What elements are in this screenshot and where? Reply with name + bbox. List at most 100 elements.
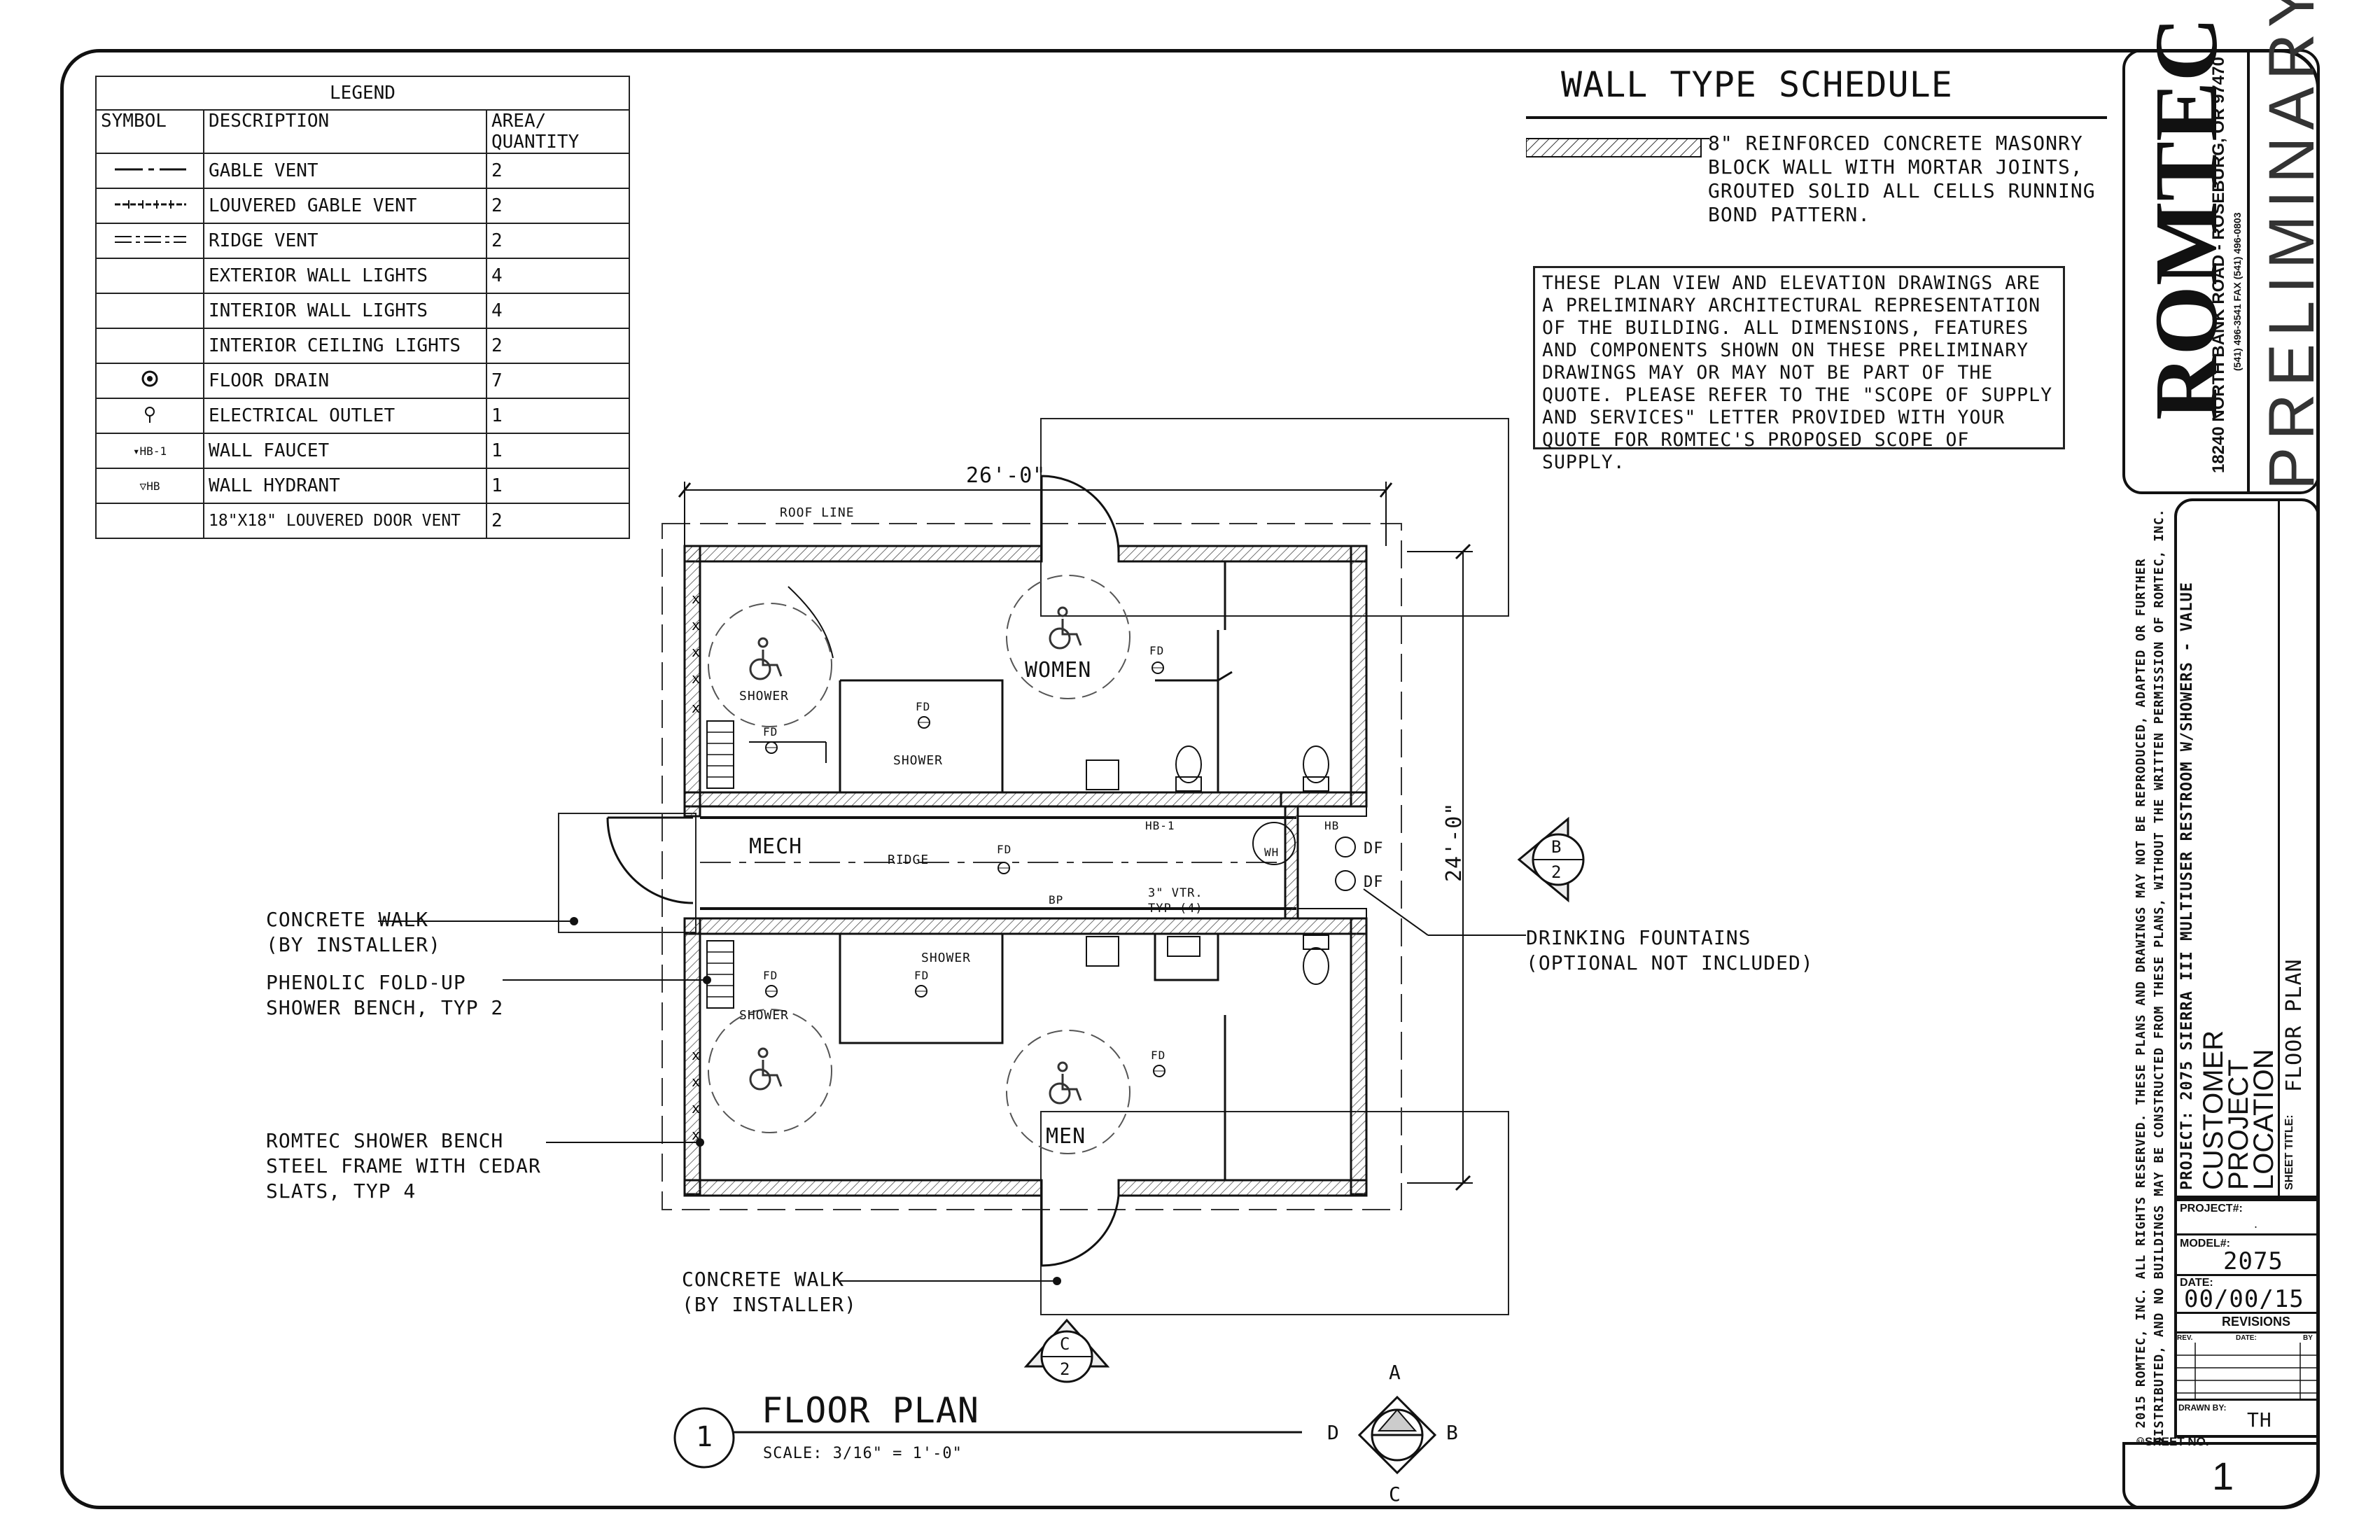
svg-text:x: x — [692, 699, 700, 716]
toilet-icon — [1303, 947, 1329, 985]
toilet-icon — [1175, 746, 1202, 783]
accessible-icon — [749, 1047, 783, 1091]
legend-description: WALL HYDRANT — [203, 468, 487, 504]
section-b-letter: B — [1551, 837, 1562, 857]
gable-vent-icon — [95, 153, 204, 189]
bp-label: BP — [1049, 893, 1064, 906]
legend-row: FLOOR DRAIN 7 — [95, 363, 630, 399]
company-phone: (541) 496-3541 FAX (541) 496-0803 — [2232, 212, 2243, 371]
floor-drain-icon — [918, 716, 930, 729]
wall-faucet-icon: ▾HB-1 — [95, 433, 204, 469]
dim-depth: 24'-0" — [1442, 802, 1466, 882]
dim-width: 26'-0" — [966, 463, 1046, 488]
title-block-logo-panel — [2122, 49, 2320, 494]
legend-description: RIDGE VENT — [203, 223, 487, 259]
preliminary-note: THESE PLAN VIEW AND ELEVATION DRAWINGS A… — [1533, 266, 2065, 473]
svg-text:x: x — [692, 643, 700, 660]
title-block-info-panel — [2174, 1198, 2320, 1438]
floor-drain-icon — [1153, 1065, 1166, 1077]
legend-description: INTERIOR CEILING LIGHTS — [203, 328, 487, 364]
svg-text:x: x — [692, 617, 700, 634]
svg-text:x: x — [692, 1073, 700, 1090]
fd-label: FD — [916, 700, 931, 713]
project-no-value: . — [2254, 1217, 2258, 1231]
masonry-hatch-swatch — [1526, 138, 1702, 158]
svg-text:x: x — [692, 1046, 700, 1063]
drawn-by-value: TH — [2247, 1408, 2272, 1432]
compass-d: D — [1327, 1421, 1340, 1444]
legend-qty: 1 — [486, 433, 630, 469]
svg-text:x: x — [692, 590, 700, 607]
fd-label: FD — [763, 969, 778, 982]
wall-type-underline — [1526, 116, 2107, 158]
hb1-label: HB-1 — [1145, 819, 1175, 832]
callout-line: CONCRETE WALK — [266, 908, 429, 931]
compass-b: B — [1446, 1421, 1459, 1444]
project-no-label: PROJECT#: — [2180, 1203, 2243, 1214]
legend-row: LOUVERED GABLE VENT 2 — [95, 188, 630, 224]
section-b-sheet: 2 — [1551, 862, 1562, 882]
sheet-no-panel — [2122, 1442, 2320, 1509]
drawn-by-label: DRAWN BY: — [2178, 1403, 2227, 1413]
water-heater-icon — [1252, 822, 1296, 865]
callout-romtec-bench: ROMTEC SHOWER BENCH STEEL FRAME WITH CED… — [266, 1128, 541, 1204]
floor-drain-icon — [765, 985, 778, 997]
legend-row: 18"X18" LOUVERED DOOR VENT 2 — [95, 503, 630, 539]
date-value: 00/00/15 — [2184, 1285, 2304, 1313]
legend-qty: 7 — [486, 363, 630, 399]
roof-line — [662, 523, 1402, 1210]
urinal-icon — [1167, 936, 1200, 957]
title-block-divider — [2278, 498, 2280, 1198]
floor-drain-icon — [765, 741, 778, 754]
floor-drain-icon — [95, 363, 204, 399]
accessible-icon — [1049, 606, 1082, 650]
company-address: 18240 NORTH BANK ROAD - ROSEBURG, OR 974… — [2209, 57, 2228, 473]
callout-line: ROMTEC SHOWER BENCH — [266, 1129, 504, 1152]
location-label: LOCATION — [2248, 1049, 2279, 1190]
shower-label: SHOWER — [893, 753, 944, 768]
ridge-vent-icon — [95, 223, 204, 259]
legend-qty: 4 — [486, 258, 630, 294]
turning-circle — [708, 603, 832, 727]
df-label: DF — [1364, 874, 1384, 891]
room-women: WOMEN — [1025, 658, 1092, 682]
rev-col-date: DATE: — [2236, 1334, 2257, 1342]
legend-qty: 1 — [486, 468, 630, 504]
wh-label: WH — [1264, 846, 1280, 859]
turning-circle — [708, 1009, 832, 1133]
legend-row: INTERIOR CEILING LIGHTS 2 — [95, 328, 630, 364]
wall-faucet-label: HB-1 — [139, 444, 167, 458]
legend-description: FLOOR DRAIN — [203, 363, 487, 399]
walk-bottom — [1040, 1111, 1509, 1315]
copyright-line-2: DISTRIBUTED, AND NO BUILDINGS MAY BE CON… — [2152, 508, 2166, 1445]
callout-line: DRINKING FOUNTAINS — [1526, 926, 1751, 949]
df-label: DF — [1364, 840, 1384, 858]
rev-col-by: BY — [2303, 1334, 2313, 1342]
floor-drain-icon — [915, 985, 927, 997]
wall-type-schedule-title: WALL TYPE SCHEDULE — [1561, 64, 1953, 105]
accessible-icon — [749, 637, 783, 680]
legend-header-quantity: AREA/ QUANTITY — [486, 109, 630, 154]
sheet-no-label: SHEET NO. — [2145, 1435, 2209, 1448]
legend-qty: 2 — [486, 328, 630, 364]
compass-icon — [1357, 1395, 1437, 1475]
turning-circle — [1006, 1030, 1130, 1154]
callout-line: PHENOLIC FOLD-UP — [266, 971, 466, 994]
legend-row: GABLE VENT 2 — [95, 153, 630, 189]
callout-drinking-fountains: DRINKING FOUNTAINS (OPTIONAL NOT INCLUDE… — [1526, 925, 1814, 976]
model-label: MODEL#: — [2180, 1238, 2230, 1250]
legend-row: ELECTRICAL OUTLET 1 — [95, 398, 630, 434]
room-men: MEN — [1046, 1124, 1086, 1149]
room-mech: MECH — [749, 834, 803, 859]
legend-row: ▾HB-1 WALL FAUCET 1 — [95, 433, 630, 469]
hb-label: HB — [1324, 819, 1340, 832]
legend-row: INTERIOR WALL LIGHTS 4 — [95, 293, 630, 329]
fd-label: FD — [997, 843, 1012, 856]
section-c-letter: C — [1060, 1334, 1071, 1354]
compass-a: A — [1389, 1361, 1401, 1384]
drawing-number: 1 — [696, 1421, 714, 1453]
section-c-sheet: 2 — [1060, 1359, 1071, 1379]
legend-table: LEGEND SYMBOL DESCRIPTION AREA/ QUANTITY… — [95, 76, 630, 539]
shower-label: SHOWER — [739, 689, 790, 704]
